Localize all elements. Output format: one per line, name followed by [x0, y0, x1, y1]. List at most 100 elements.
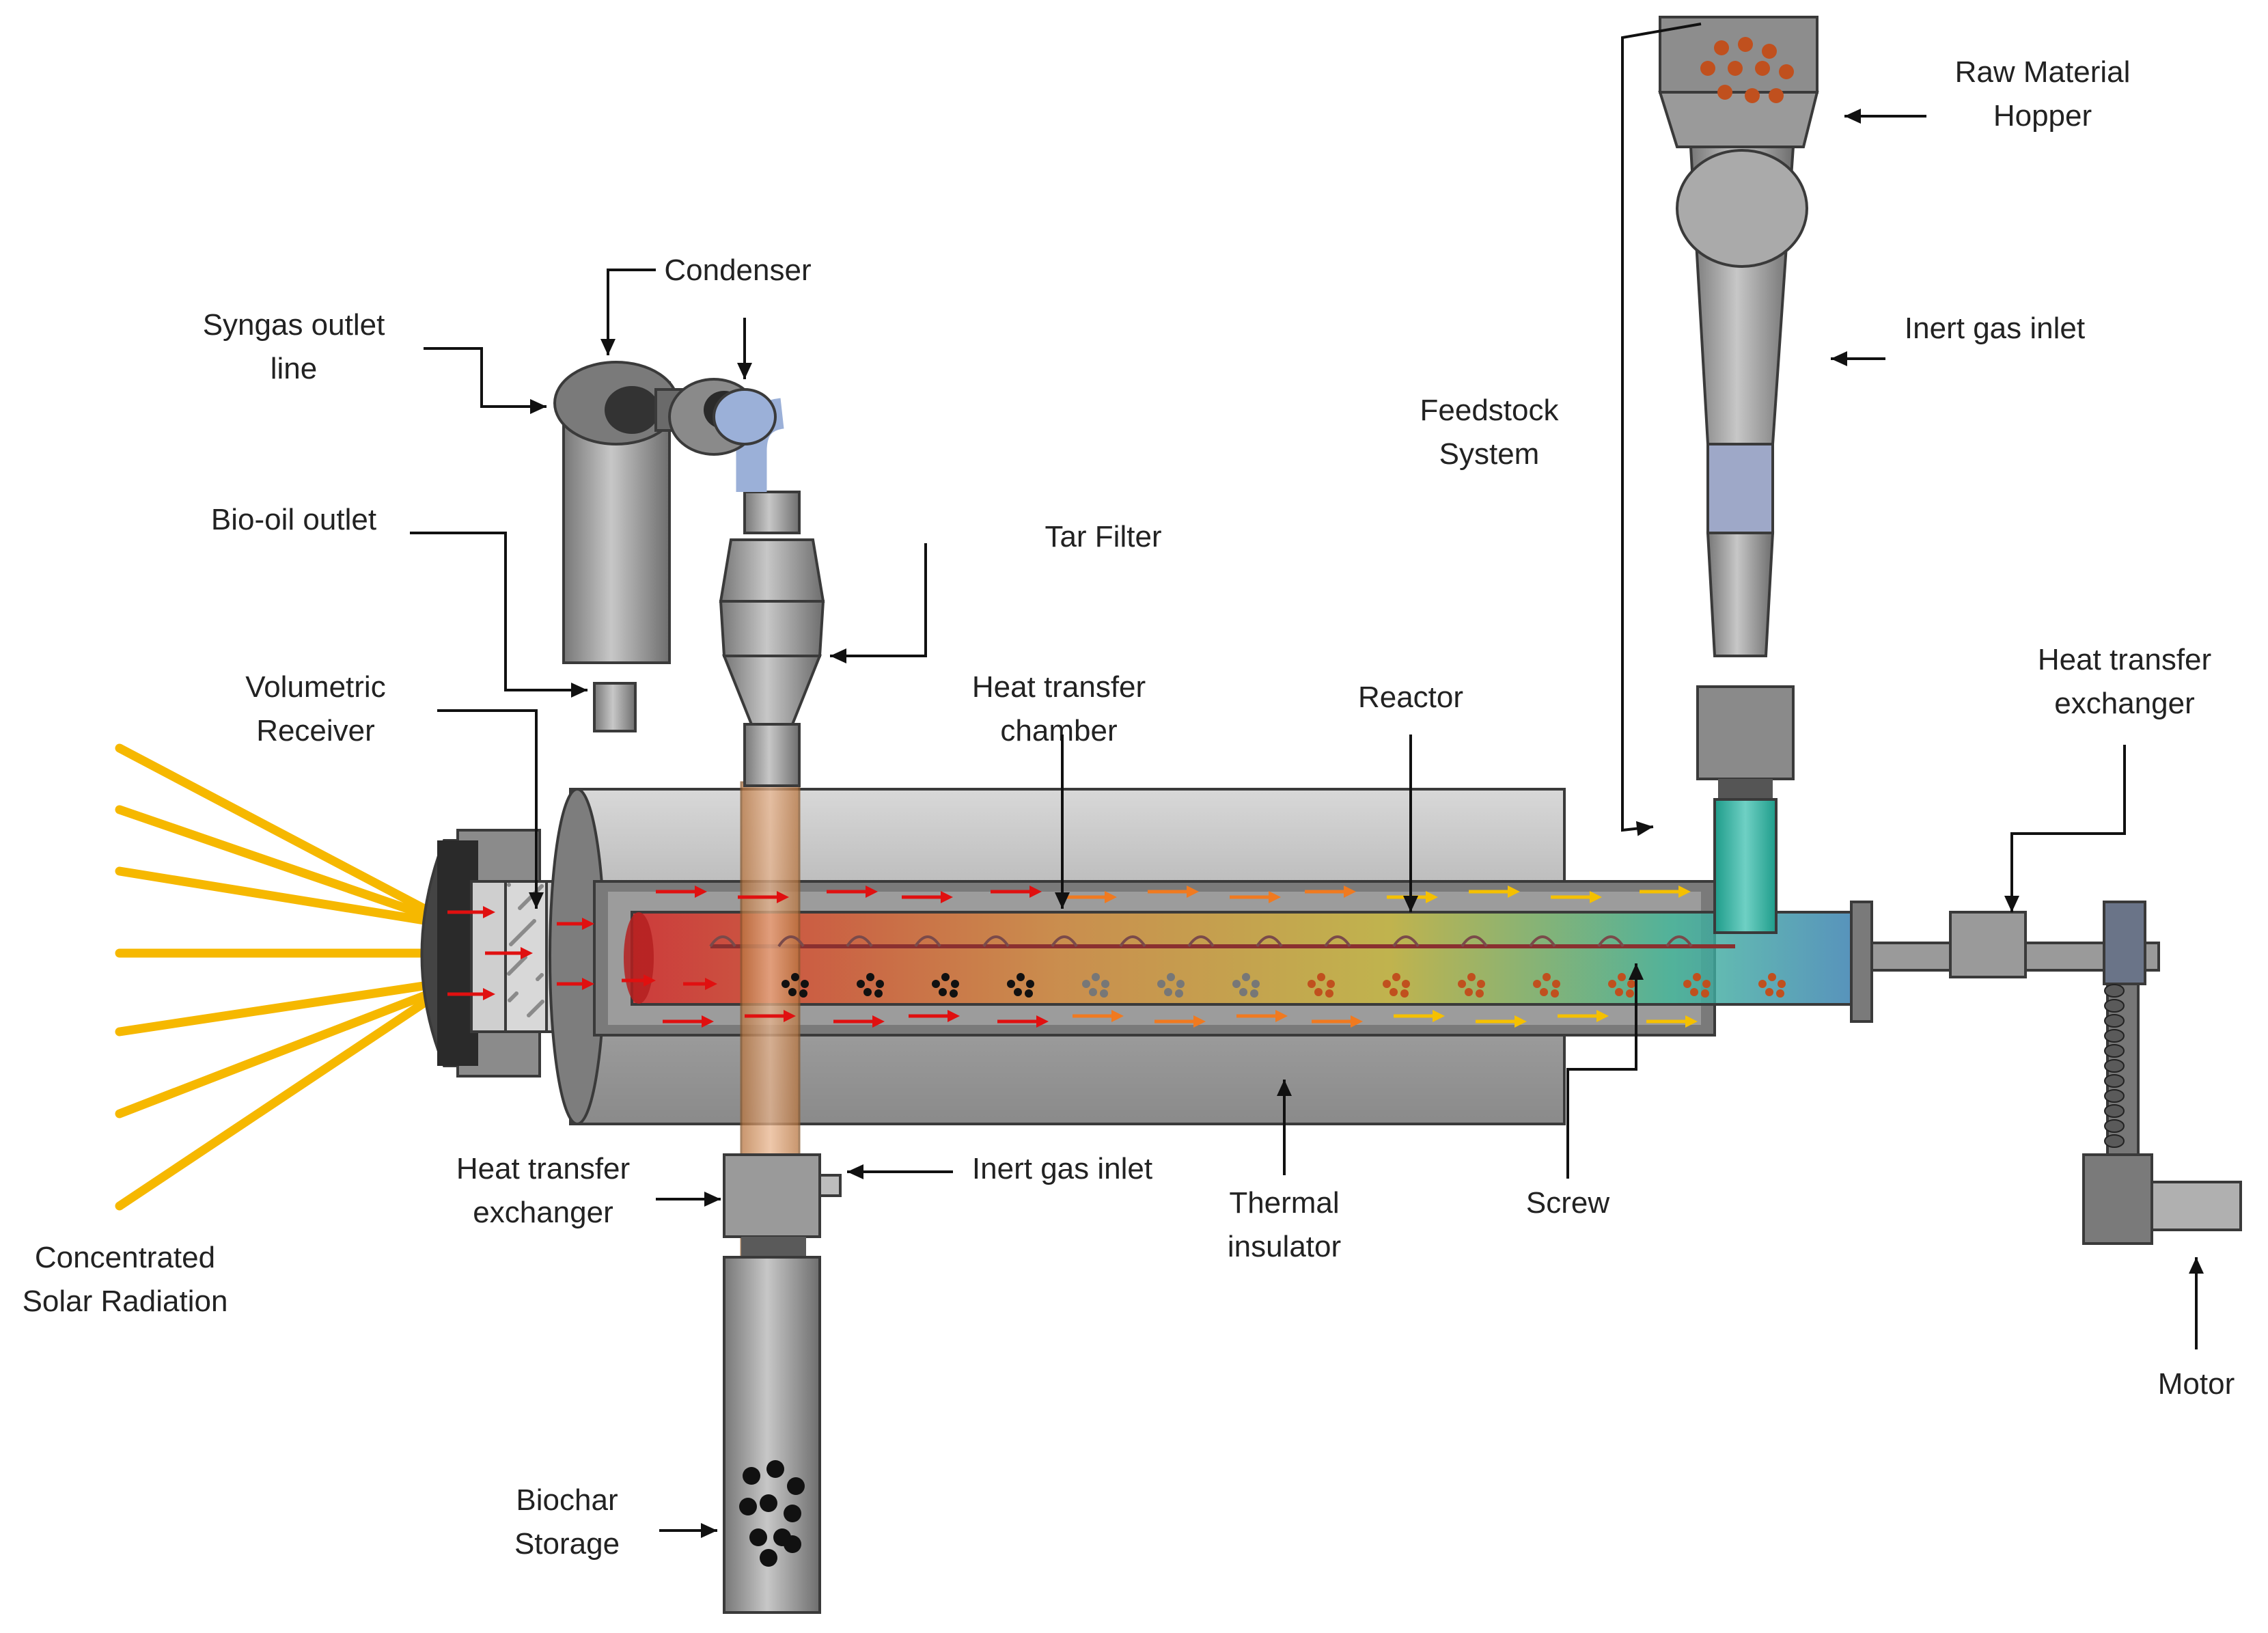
- leader-arrowhead: [1055, 892, 1070, 909]
- screw-flight: [914, 935, 941, 948]
- screw-flight: [1187, 935, 1215, 948]
- particle: [941, 973, 950, 981]
- tar-filter-body: [719, 398, 825, 787]
- label-line: Inert gas inlet: [1905, 312, 2085, 345]
- raw-material-particle: [1717, 85, 1732, 100]
- particle: [1626, 989, 1634, 998]
- particle: [874, 989, 883, 998]
- feedstock-hopper-assembly: [1658, 16, 1819, 934]
- label-line: Tar Filter: [1045, 520, 1161, 553]
- particle: [1327, 980, 1335, 988]
- pore: [507, 972, 511, 976]
- leader-line: [1566, 963, 1637, 1179]
- particle: [950, 989, 958, 998]
- label-motor: Motor: [2158, 1367, 2235, 1401]
- particle: [1164, 988, 1172, 996]
- leader-arrowhead: [1635, 821, 1653, 836]
- leader-line: [607, 269, 656, 355]
- particle: [1551, 989, 1559, 998]
- leader-arrowhead: [704, 1192, 721, 1207]
- leader-arrowhead: [1277, 1080, 1292, 1096]
- pore: [527, 1013, 531, 1017]
- heat-arrow-head: [1105, 891, 1117, 903]
- leader-arrowhead: [529, 892, 544, 909]
- particle: [1250, 989, 1258, 998]
- pore: [507, 883, 511, 887]
- particle: [1533, 980, 1541, 988]
- label-reactor: Reactor: [1358, 681, 1463, 714]
- heat-arrow-head: [705, 978, 717, 990]
- particle: [1092, 973, 1100, 981]
- particle: [1552, 980, 1560, 988]
- particle: [1025, 989, 1033, 998]
- screw-flight: [777, 935, 805, 948]
- chain-link: [2104, 1089, 2125, 1103]
- screw-flight: [709, 935, 736, 948]
- particle: [1683, 980, 1691, 988]
- biochar-particle: [784, 1505, 801, 1522]
- condenser-body: [553, 361, 777, 732]
- feedstock-particles: [709, 935, 1786, 998]
- label-line: Concentrated: [35, 1241, 215, 1274]
- volumetric-receiver-disk: [504, 880, 548, 1033]
- screw-flight: [1665, 935, 1693, 948]
- particle: [951, 980, 959, 988]
- leader-arrowhead: [530, 399, 547, 414]
- label-line: Solar Radiation: [23, 1285, 228, 1318]
- particle: [1308, 980, 1316, 988]
- leader-arrowhead: [2004, 896, 2019, 912]
- pore: [536, 977, 540, 981]
- particle: [1467, 973, 1476, 981]
- heat-arrow-head: [1685, 1015, 1698, 1028]
- particle: [1100, 989, 1108, 998]
- label-line: Reactor: [1358, 681, 1463, 714]
- pore: [518, 906, 522, 910]
- leader-arrowhead: [2189, 1257, 2204, 1274]
- label-line: line: [271, 352, 318, 385]
- heat-arrow-head: [1344, 886, 1356, 898]
- label-line: Feedstock: [1420, 394, 1560, 427]
- biochar-particle: [749, 1528, 767, 1546]
- particle: [1242, 973, 1250, 981]
- biochar-particle: [739, 1498, 757, 1515]
- heat-arrow-head: [1678, 886, 1691, 898]
- leader-line: [437, 709, 538, 909]
- heat-arrow-head: [1515, 1015, 1527, 1028]
- leader-line: [830, 543, 927, 657]
- leader-arrowhead: [847, 1164, 863, 1179]
- heat-arrow-head: [1426, 891, 1438, 903]
- drive-assembly: [1949, 901, 2242, 1245]
- label-inert-gas-inlet-bottom: Inert gas inlet: [972, 1152, 1152, 1185]
- particle: [1026, 980, 1034, 988]
- particle: [1778, 980, 1786, 988]
- particle: [788, 988, 797, 996]
- heat-arrow-head: [1508, 886, 1520, 898]
- particle: [1402, 980, 1410, 988]
- screw-flight: [1392, 935, 1420, 948]
- label-line: chamber: [1000, 714, 1117, 747]
- leader-arrowhead: [1844, 109, 1861, 124]
- pore: [509, 942, 513, 946]
- leader-arrowhead: [830, 648, 846, 663]
- particle: [1400, 989, 1409, 998]
- screw-flight: [982, 935, 1010, 948]
- particle: [1383, 980, 1391, 988]
- leader-arrowhead: [1403, 896, 1418, 912]
- reactor-assembly: [593, 880, 2160, 1037]
- screw-flight: [1256, 935, 1283, 948]
- particle: [1176, 980, 1185, 988]
- leader-arrowhead: [571, 683, 587, 698]
- leader-arrowhead: [1629, 963, 1644, 980]
- label-line: Syngas outlet: [203, 308, 385, 342]
- biochar-particle: [787, 1477, 805, 1495]
- biochar-particle: [760, 1549, 777, 1567]
- particle: [1768, 973, 1776, 981]
- particle: [1458, 980, 1466, 988]
- particle: [1017, 973, 1025, 981]
- particle: [1082, 980, 1090, 988]
- chain-link: [2104, 1074, 2125, 1088]
